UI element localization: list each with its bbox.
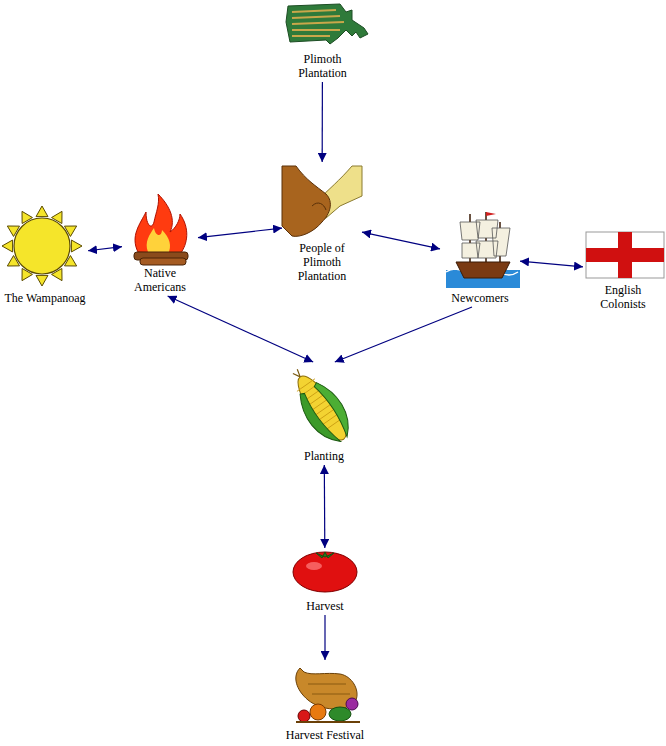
icon-node: Planting bbox=[288, 362, 360, 465]
node-label: Planting bbox=[288, 449, 360, 463]
kernel-row bbox=[318, 408, 336, 421]
icon-node: The Wampanoag bbox=[2, 205, 88, 307]
sun-ray bbox=[36, 275, 48, 286]
sun-ray bbox=[2, 240, 13, 252]
log bbox=[140, 258, 186, 265]
sail bbox=[460, 220, 510, 258]
state-outline bbox=[286, 4, 368, 44]
ship-icon bbox=[446, 212, 520, 288]
pumpkin bbox=[310, 704, 326, 720]
corn-icon bbox=[281, 360, 359, 450]
node-label: English Colonists bbox=[583, 283, 663, 311]
sun-icon bbox=[2, 206, 82, 286]
icon-node: Plimoth Plantation bbox=[280, 2, 365, 82]
icon-node: Harvest bbox=[293, 548, 357, 615]
flame-core bbox=[147, 228, 170, 254]
node-label: The Wampanoag bbox=[2, 291, 88, 305]
node-label: Newcomers bbox=[440, 291, 520, 305]
flag-field bbox=[586, 232, 664, 278]
icon-node: People of Plimoth Plantation bbox=[282, 162, 362, 285]
icon-node: Newcomers bbox=[440, 208, 520, 307]
table-line bbox=[296, 721, 360, 723]
kernel-row bbox=[321, 413, 339, 426]
dark-hand bbox=[282, 166, 330, 236]
flag-cross bbox=[586, 248, 664, 262]
node-label: Plimoth Plantation bbox=[280, 52, 365, 80]
sun-ray bbox=[71, 240, 82, 252]
grapes bbox=[346, 698, 358, 710]
connector-arrow bbox=[88, 247, 122, 251]
highlight bbox=[306, 562, 322, 570]
kernel-row bbox=[297, 379, 315, 392]
flame bbox=[135, 194, 187, 254]
corn-silk bbox=[292, 369, 302, 379]
connector-arrow bbox=[362, 232, 440, 249]
connector-arrow bbox=[520, 261, 583, 267]
connector-arrow bbox=[324, 615, 325, 660]
node-label: Harvest Festival bbox=[282, 728, 368, 742]
node-label: Native Americans bbox=[122, 266, 198, 294]
connector-arrow bbox=[324, 465, 326, 548]
connector-arrow bbox=[198, 228, 282, 238]
connector-arrow bbox=[322, 82, 323, 162]
fire-icon bbox=[134, 194, 188, 265]
node-label: Harvest bbox=[293, 599, 357, 613]
tomato-icon bbox=[293, 552, 357, 592]
handshake-icon bbox=[282, 166, 362, 236]
hull bbox=[456, 262, 510, 278]
icon-node: Native Americans bbox=[122, 188, 198, 296]
squash bbox=[329, 707, 351, 721]
husk bbox=[312, 378, 359, 437]
kernel-row bbox=[311, 398, 329, 411]
icon-node: English Colonists bbox=[583, 228, 663, 313]
apple bbox=[298, 710, 310, 722]
english-flag bbox=[586, 232, 664, 278]
map-stripes bbox=[292, 10, 344, 36]
horn bbox=[296, 668, 357, 709]
cornucopia-icon bbox=[296, 668, 360, 722]
finger-line bbox=[312, 203, 326, 210]
kernel-row bbox=[314, 403, 332, 416]
sun-ray bbox=[36, 206, 48, 217]
node-label: People of Plimoth Plantation bbox=[282, 241, 362, 283]
icon-node: Harvest Festival bbox=[282, 660, 368, 744]
connector-arrow bbox=[335, 307, 472, 362]
massachusetts-map bbox=[286, 4, 368, 44]
sun-disc bbox=[14, 218, 70, 274]
stem bbox=[316, 552, 334, 558]
connector-arrow bbox=[168, 296, 314, 362]
tomato-body bbox=[293, 552, 357, 592]
horn-bands bbox=[308, 684, 350, 694]
pennant bbox=[486, 212, 496, 216]
